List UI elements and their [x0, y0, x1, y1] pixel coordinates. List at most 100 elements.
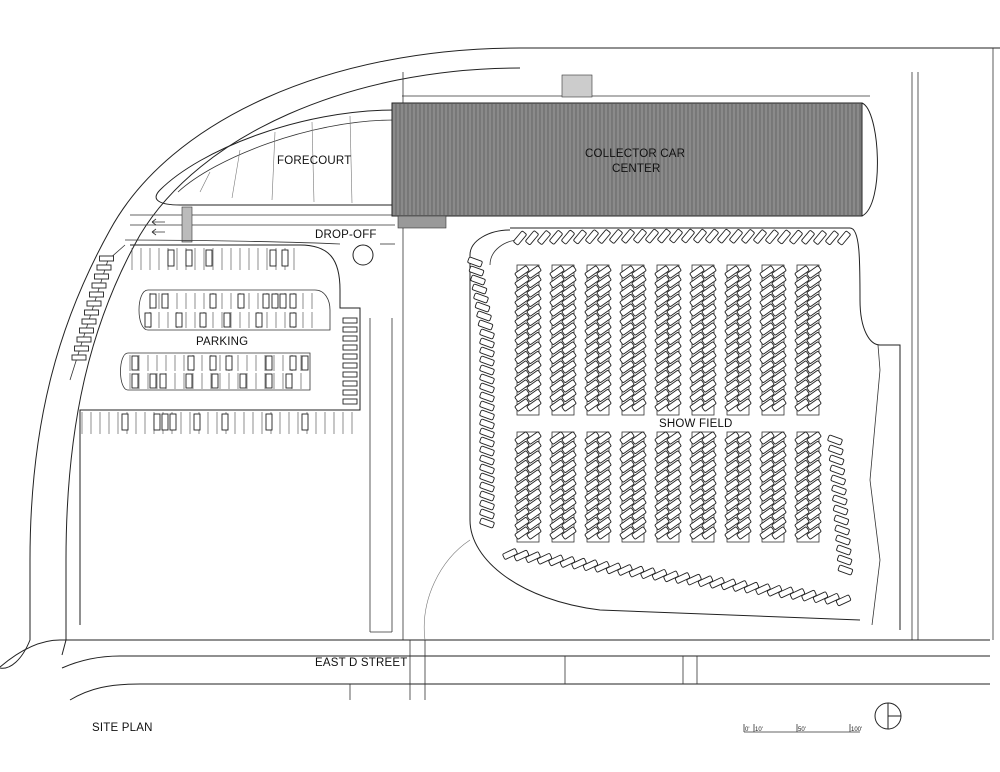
show-car — [549, 517, 565, 530]
show-car-body — [794, 360, 810, 374]
show-car — [771, 460, 787, 473]
show-car — [514, 332, 530, 345]
show-car-body — [701, 526, 717, 540]
show-car — [806, 479, 822, 492]
show-car-body — [596, 450, 612, 464]
show-car — [701, 322, 717, 336]
show-car-body — [584, 379, 600, 393]
show-car-body — [759, 284, 775, 298]
show-car — [473, 292, 489, 304]
show-car — [736, 303, 752, 317]
show-car-body — [549, 294, 565, 307]
show-car — [689, 284, 705, 298]
show-car — [526, 441, 542, 454]
show-car-body — [720, 578, 737, 591]
show-car-body — [724, 469, 740, 483]
show-car-body — [666, 526, 682, 540]
show-car-body — [631, 488, 647, 502]
show-car-body — [766, 585, 783, 597]
show-car — [759, 275, 775, 288]
show-car-body — [631, 332, 647, 345]
show-car-body — [561, 441, 577, 454]
show-car-body — [479, 328, 495, 340]
show-car-body — [806, 265, 822, 279]
show-car — [724, 469, 740, 483]
show-car-body — [689, 332, 705, 345]
show-car-body — [549, 360, 565, 374]
show-car-body — [619, 460, 635, 473]
show-car-body — [526, 526, 542, 540]
show-car — [514, 370, 530, 383]
show-car-body — [514, 398, 530, 412]
forecourt-label: FORECOURT — [277, 155, 351, 167]
show-car-body — [771, 517, 787, 530]
show-car-body — [724, 460, 740, 473]
show-car-body — [689, 517, 705, 530]
show-car — [794, 294, 810, 307]
show-car-body — [549, 284, 565, 298]
show-car-body — [666, 479, 682, 492]
show-car-body — [689, 507, 705, 521]
show-car — [654, 389, 670, 402]
show-car-body — [771, 284, 787, 298]
show-car-body — [584, 460, 600, 473]
show-car-body — [479, 436, 495, 448]
show-car — [514, 431, 530, 445]
show-car-body — [806, 517, 822, 530]
show-car-body — [806, 460, 822, 473]
show-car — [631, 313, 647, 326]
show-car-body — [619, 322, 635, 336]
show-car-body — [794, 507, 810, 521]
show-car — [654, 431, 670, 445]
show-car — [813, 230, 827, 245]
show-car — [759, 498, 775, 511]
show-car-body — [619, 517, 635, 530]
show-car-body — [806, 398, 822, 412]
show-car — [736, 517, 752, 530]
show-car — [596, 450, 612, 464]
show-car — [736, 294, 752, 307]
show-car — [689, 469, 705, 483]
show-car — [631, 360, 647, 374]
show-car-body — [794, 460, 810, 473]
show-car-body — [701, 360, 717, 374]
show-car-body — [619, 441, 635, 454]
show-car — [619, 526, 635, 540]
show-car — [689, 379, 705, 393]
show-car — [479, 481, 495, 493]
show-car-body — [794, 488, 810, 502]
parking-car — [121, 413, 129, 431]
show-car — [837, 564, 854, 576]
show-car-body — [701, 370, 717, 383]
show-car-body — [759, 294, 775, 307]
show-car — [584, 294, 600, 307]
show-car — [651, 569, 668, 581]
show-car — [479, 508, 495, 520]
show-car — [526, 313, 542, 326]
show-car — [806, 441, 822, 454]
show-car — [654, 498, 670, 511]
show-car-body — [794, 313, 810, 326]
show-car-body — [596, 441, 612, 454]
show-car — [471, 283, 488, 295]
show-car-body — [526, 379, 542, 393]
show-car-body — [771, 265, 787, 279]
show-car — [806, 284, 822, 298]
show-car — [666, 360, 682, 374]
parking-car — [89, 291, 104, 298]
show-car-body — [609, 229, 623, 244]
show-car — [514, 360, 530, 374]
show-car — [689, 488, 705, 502]
show-car — [771, 379, 787, 393]
show-car — [479, 373, 495, 385]
show-car-body — [619, 265, 635, 279]
show-car — [479, 355, 495, 367]
show-car — [584, 479, 600, 492]
show-car-body — [836, 544, 852, 556]
show-car-body — [771, 431, 787, 445]
show-car — [666, 284, 682, 298]
show-car-body — [794, 294, 810, 307]
show-car-body — [596, 294, 612, 307]
show-car — [724, 303, 740, 317]
show-car — [701, 284, 717, 298]
